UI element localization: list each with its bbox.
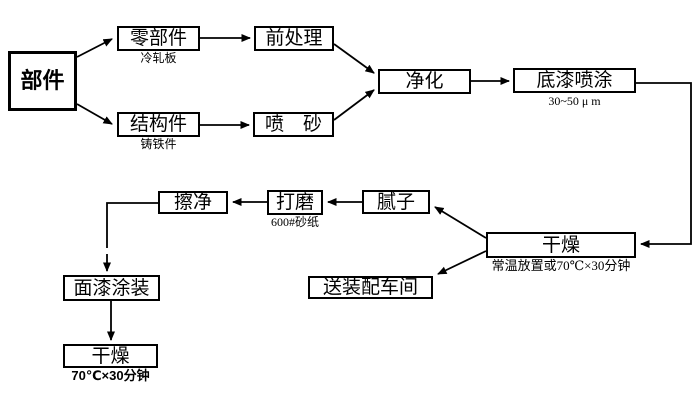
node-pretreatment: 前处理: [254, 26, 334, 51]
edge-primer-to-dry1: [636, 82, 692, 248]
node-dry-primer-label: 干燥: [541, 234, 580, 256]
node-sandblast: 喷 砂: [253, 112, 334, 137]
edge-wipe-to-topcoat-upper: [106, 202, 158, 248]
node-topcoat: 面漆涂装: [63, 275, 160, 301]
node-putty: 腻子: [362, 190, 430, 214]
node-wipe-clean-label: 擦净: [173, 192, 212, 213]
note-dry-topcoat-condition: 70℃×30分钟: [71, 368, 150, 383]
node-dry-topcoat: 干燥: [63, 344, 158, 368]
node-assembly-workshop: 送装配车间: [308, 276, 433, 299]
node-sanding-label: 打磨: [275, 192, 314, 213]
note-primer-thickness: 30~50 μ m: [548, 94, 601, 108]
edge-start-to-struct: [76, 103, 113, 125]
node-pretreatment-label: 前处理: [265, 28, 323, 49]
node-component: 部件: [8, 51, 77, 111]
note-sandpaper: 600#砂纸: [270, 215, 319, 229]
node-purify: 净化: [378, 69, 471, 94]
node-primer-spray: 底漆喷涂: [513, 68, 636, 93]
note-dry-primer-condition: 常温放置或70℃×30分钟: [491, 258, 631, 273]
node-component-label: 部件: [20, 68, 65, 93]
node-topcoat-label: 面漆涂装: [73, 277, 150, 299]
edge-pretreat-to-purify: [333, 43, 375, 74]
node-structural-parts: 结构件: [117, 112, 200, 137]
edge-blast-to-purify: [333, 89, 375, 121]
node-primer-spray-label: 底漆喷涂: [536, 70, 613, 91]
edge-dry1-to-assembly: [437, 250, 487, 275]
node-sanding: 打磨: [267, 190, 323, 215]
note-cold-rolled-plate: 冷轧板: [140, 51, 177, 65]
node-putty-label: 腻子: [376, 191, 415, 213]
node-wipe-clean: 擦净: [158, 191, 228, 214]
node-dry-primer: 干燥: [486, 232, 636, 258]
node-parts-label: 零部件: [129, 28, 187, 49]
node-dry-topcoat-label: 干燥: [91, 345, 130, 367]
node-assembly-workshop-label: 送装配车间: [322, 277, 418, 298]
edge-dry1-to-putty: [434, 206, 487, 239]
node-structural-parts-label: 结构件: [129, 114, 187, 135]
node-purify-label: 净化: [405, 71, 444, 92]
node-parts: 零部件: [117, 26, 200, 51]
edge-start-to-parts: [76, 38, 113, 58]
node-sandblast-label: 喷 砂: [264, 114, 322, 135]
note-cast-iron: 铸铁件: [140, 137, 177, 151]
